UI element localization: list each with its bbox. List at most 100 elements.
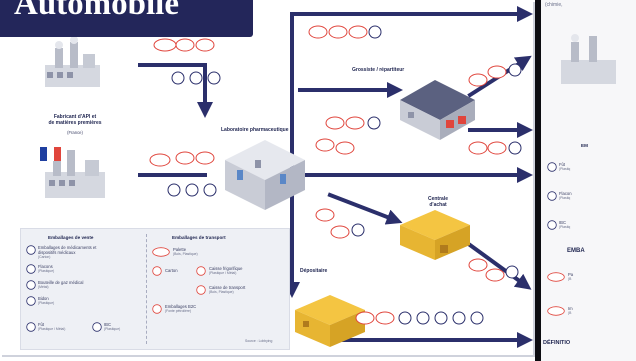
drum-icon — [367, 116, 381, 130]
legend-transport-header: Emballages de transport — [172, 235, 226, 240]
pallet-icon — [547, 272, 565, 282]
carton-box-icon — [152, 266, 162, 276]
pallet-icon — [330, 225, 350, 239]
drum-icon — [171, 71, 185, 85]
drum-icon — [547, 162, 557, 172]
legend-separator — [146, 234, 147, 344]
drum-icon — [398, 311, 412, 325]
arrow-lab-to-purchasing — [327, 192, 403, 225]
legend-sales-label: Flacons — [38, 264, 53, 269]
drum-icon — [452, 311, 466, 325]
adjacent-item-label: Fût — [559, 162, 566, 167]
crate-icon — [547, 306, 565, 316]
pallet-icon — [175, 151, 195, 165]
pallet-icon — [348, 25, 368, 39]
manufacturer-factory-icon — [45, 36, 100, 87]
drum-icon — [351, 223, 365, 237]
pallet-icon — [468, 141, 488, 155]
pallet-icon — [468, 73, 488, 87]
packaging-icons — [149, 25, 522, 325]
pallet-icon — [153, 38, 177, 52]
drum-icon — [508, 141, 522, 155]
legend-sales-sub: (Plastique) — [104, 327, 121, 331]
flow-arrows — [138, 14, 532, 348]
laboratory-label: Laboratoire pharmaceutique — [221, 127, 289, 133]
legend-sales-label: Emballages de médicaments et dispositifs… — [38, 245, 97, 256]
panel-divider — [535, 0, 541, 361]
adjacent-item-sub: (B — [568, 311, 572, 315]
pallet-icon — [468, 258, 488, 272]
purchasing-center-label: Centrale d'achat — [427, 196, 448, 208]
pallet-icon — [308, 25, 328, 39]
adjacent-item-sub: (Plastiq — [559, 225, 571, 229]
manufacturer-factory-icon-2 — [45, 150, 105, 198]
legend-footnote: Source : Lobbying — [245, 339, 273, 343]
drum-icon — [203, 183, 217, 197]
legend-transport-label: Caisse de transport — [209, 285, 246, 290]
arrow-purchasing-to-right — [467, 242, 532, 290]
ibc-container-icon — [547, 220, 557, 230]
pallet-icon — [149, 153, 171, 167]
legend-sales-label: Bouteille de gaz médical — [38, 280, 84, 285]
pallet-icon — [375, 311, 395, 325]
manufacturer-label: Fabricant d'API et de matières premières — [48, 114, 102, 126]
legend-sales-label: IBC — [104, 322, 111, 327]
legend-sales-sub: (Métal) — [38, 285, 49, 289]
adjacent-section-1: EM — [581, 143, 588, 148]
drum-icon — [470, 311, 484, 325]
drum-icon — [368, 25, 382, 39]
legend-sales-sub: (Plastique) — [38, 269, 55, 273]
wholesaler-label: Grossiste / répartiteur — [352, 67, 405, 73]
diagram-frame — [2, 2, 535, 357]
arrow-manufacturer-to-lab — [138, 63, 213, 118]
pallet-icon — [328, 25, 348, 39]
pallet-icon — [152, 247, 170, 257]
pallet-icon — [487, 65, 507, 79]
pallet-icon — [345, 116, 365, 130]
purchasing-center-warehouse-icon — [400, 210, 470, 260]
pallet-icon — [487, 141, 507, 155]
adjacent-factory-icon — [561, 34, 616, 84]
adjacent-item-sub: (B — [568, 277, 572, 281]
adjacent-top-text: (chimie, — [545, 2, 563, 8]
adjacent-item-sub: (Plastiq — [559, 196, 571, 200]
pallet-icon — [335, 141, 355, 155]
cooler-box-icon — [196, 266, 206, 276]
drum-icon — [416, 311, 430, 325]
adjacent-item-label: Im — [568, 306, 573, 311]
depositary-label: Dépositaire — [300, 268, 328, 274]
bottle-icon — [547, 191, 557, 201]
pallet-icon — [315, 208, 335, 222]
manufacturer-sub: (France) — [67, 130, 83, 135]
legend-transport-label: Carton — [165, 268, 178, 273]
legend-transport-sub: (Fonte pétrolière) — [165, 309, 192, 313]
ibc-container-icon — [92, 322, 102, 332]
transport-crate-icon — [196, 285, 206, 295]
adjacent-item-label: IBC — [559, 220, 566, 225]
drum-icon — [167, 183, 181, 197]
drum-icon — [434, 311, 448, 325]
legend-sales-sub: (Carton) — [38, 255, 51, 259]
page-title: Automobile — [14, 0, 179, 22]
adjacent-section-3: DÉFINITIO — [543, 340, 571, 346]
legend-transport-sub: (Bois, Plastique) — [209, 290, 234, 294]
bottle-icon — [26, 264, 36, 274]
pallet-icon — [485, 268, 505, 282]
adjacent-item-sub: (Plastiq — [559, 167, 571, 171]
gas-cylinder-icon — [26, 280, 36, 290]
pallet-icon — [175, 38, 195, 52]
title-banner: Automobile — [0, 0, 253, 37]
legend-transport-label: Caisse frigorifique — [209, 266, 243, 271]
laboratory-building-icon — [225, 140, 305, 210]
depositary-warehouse-icon — [295, 295, 365, 347]
legend-sales-sub: (Plastique / Métal) — [38, 327, 66, 331]
pallet-icon — [325, 116, 345, 130]
pallet-icon — [355, 311, 375, 325]
legend-panel — [20, 228, 290, 350]
medicine-box-icon — [26, 245, 36, 255]
drum-icon — [508, 63, 522, 77]
adjacent-panel: (chimie, EM Fût (Plastiq Flacon (Plastiq… — [541, 0, 636, 361]
adjacent-item-label: Pa — [568, 272, 574, 277]
